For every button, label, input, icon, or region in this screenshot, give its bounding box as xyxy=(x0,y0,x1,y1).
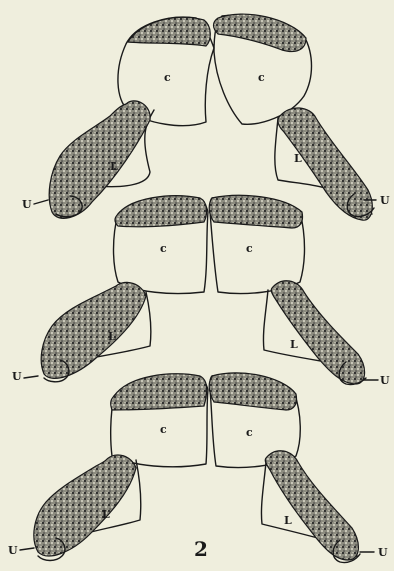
label-u-3-right: U xyxy=(378,546,388,559)
segment-3-right-half xyxy=(209,373,360,563)
segment-3 xyxy=(34,373,360,563)
segment-2-right-half xyxy=(209,195,366,384)
segment-1-right-coxa-shading xyxy=(214,14,307,51)
label-c-2-right: c xyxy=(246,242,253,255)
label-l-3-left: L xyxy=(102,508,110,521)
label-c-3-right: c xyxy=(246,426,253,439)
segment-2-left-coxa-shading xyxy=(115,196,207,227)
segment-3-right-coxa-shading xyxy=(209,373,296,410)
label-c-1-left: c xyxy=(164,71,171,84)
u-pointer-2-left xyxy=(24,376,38,378)
label-u-3-left: U xyxy=(8,544,18,557)
segment-1-right-limb-shading xyxy=(278,108,372,220)
label-l-2-right: L xyxy=(290,338,298,351)
segment-1-left-limb-shading xyxy=(49,101,150,218)
segment-1-left-half xyxy=(49,17,214,218)
label-c-1-right: c xyxy=(258,71,265,84)
segment-2-left-limb-shading xyxy=(41,282,146,378)
segment-1-left-coxa-shading xyxy=(128,17,210,46)
u-pointer-3-left xyxy=(20,548,34,550)
segment-2 xyxy=(41,195,366,384)
label-c-3-left: c xyxy=(160,423,167,436)
segment-3-left-limb-shading xyxy=(34,455,136,556)
segment-2-right-coxa-shading xyxy=(209,195,302,228)
label-l-1-right: L xyxy=(294,152,302,165)
segment-2-right-limb-shading xyxy=(271,281,364,384)
label-u-1-right: U xyxy=(380,194,390,207)
segment-1-right-half xyxy=(214,14,375,220)
label-l-3-right: L xyxy=(284,514,292,527)
segment-3-left-half xyxy=(34,374,208,561)
label-l-1-left: L xyxy=(110,160,118,173)
segment-1 xyxy=(49,14,374,220)
label-u-2-right: U xyxy=(380,374,390,387)
segment-2-left-half xyxy=(41,196,208,382)
figure-number: 2 xyxy=(194,537,208,561)
segment-3-right-limb-shading xyxy=(265,451,358,560)
label-u-2-left: U xyxy=(12,370,22,383)
label-c-2-left: c xyxy=(160,242,167,255)
label-l-2-left: L xyxy=(108,330,116,343)
segment-3-left-coxa-shading xyxy=(111,374,207,410)
label-u-1-left: U xyxy=(22,198,32,211)
u-pointer-1-left xyxy=(34,200,48,204)
